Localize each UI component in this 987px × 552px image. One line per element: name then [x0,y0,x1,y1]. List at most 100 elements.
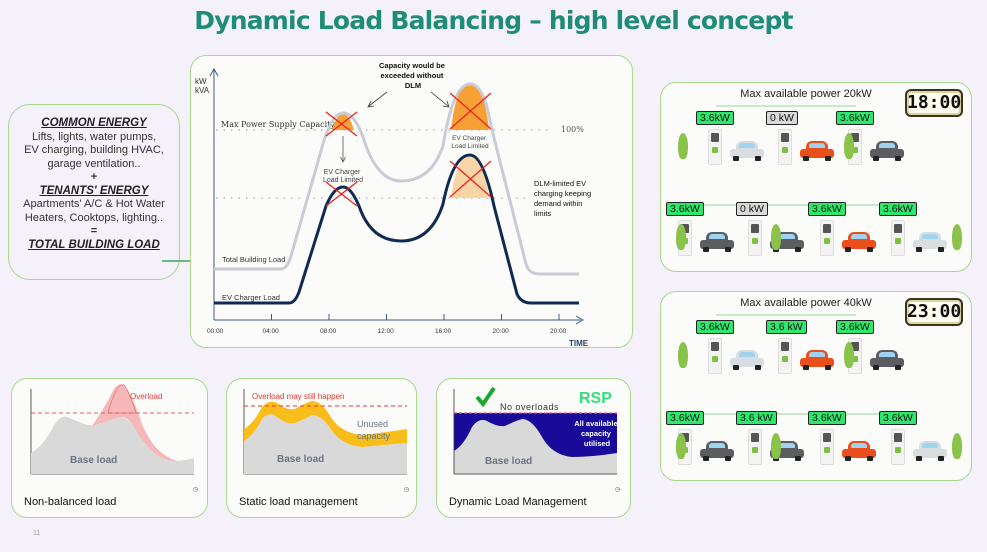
charger-power-badge: 0 kW [766,111,798,125]
overload-note: Overload may still happen [252,392,345,401]
mini-chart-caption: Non-balanced load [24,496,117,508]
base-load-area [244,414,407,474]
car-icon [870,350,904,370]
unused-capacity-label: Unused capacity [357,419,391,441]
base-load-area [454,419,617,474]
overflow-area-1 [332,113,354,130]
car-icon [800,141,834,161]
common-line: EV charging, building HVAC, [24,144,164,156]
tree-icon [676,433,686,459]
car-icon [842,232,876,252]
ev-charging-panel: Max available power 40kW 23:00 3.6kW [660,291,972,481]
panel-title: Max available power 40kW [740,297,872,309]
mini-chart-dynamic: No overloads RSP All available capacity … [436,378,631,518]
car-icon [842,441,876,461]
callout-arrow-right [430,91,449,107]
mini-chart-svg: No overloads RSP All available capacity … [453,386,620,493]
charger-power-badge: 3.6kW [696,320,734,334]
x-tick-label: 04:00 [263,328,280,335]
tenants-energy-heading: TENANTS' ENERGY [39,184,149,197]
cross-icon [449,160,492,198]
cross-icon [325,111,358,137]
max-capacity-label: Max Power Supply Capacity [221,120,335,129]
charger-station-icon [820,429,834,465]
arrow-icon [367,100,375,108]
tree-icon [844,133,854,159]
callout-arrow-left [368,91,388,107]
clock-icon: ◷ [193,487,198,493]
mini-chart-caption: Dynamic Load Management [449,496,587,508]
base-load-label: Base load [70,455,117,466]
y-label-kva: kVA [195,86,210,95]
check-icon [475,386,496,408]
clock-display: 18:00 [905,89,963,117]
charger-power-badge: 3.6kW [666,411,704,425]
clock-display: 23:00 [905,298,963,326]
mini-chart-svg: Overload Base load ◷ [30,384,198,493]
charger-power-badge: 3.6kW [666,202,704,216]
ev-load-label: EV Charger Load [222,293,280,302]
percent-label: 100% [561,125,584,134]
capacity-utilised-label: All available capacity utilised [574,419,619,448]
x-tick-label: 20:00 [550,328,567,335]
charger-power-badge: 3.6 kW [736,411,777,425]
base-load-area [31,416,194,474]
no-overloads-label: No overloads [500,402,559,412]
x-tick-label: 00:00 [207,328,224,335]
mini-chart-caption: Static load management [239,496,358,508]
clock-icon: ◷ [615,487,620,493]
mini-chart-svg: Overload may still happen Unused capacit… [243,389,409,493]
car-icon [800,350,834,370]
charger-power-badge: 0 kW [736,202,768,216]
ev-charging-panel: Max available power 20kW 18:00 3.6kW [660,82,972,272]
page-number: 11 [33,530,41,537]
total-building-load-line [214,82,579,276]
overload-label: Overload [130,392,162,401]
charger-station-icon [748,429,762,465]
ev-limited-label-1: EV Charger Load Limited [323,169,363,184]
tree-icon [952,224,962,250]
parking-scene [688,314,899,415]
common-energy-heading: COMMON ENERGY [41,117,147,129]
overload-hatch [107,384,137,414]
car-icon [870,141,904,161]
plus-sign: + [90,171,98,183]
parking-scene [688,105,899,206]
mini-chart-static: Overload may still happen Unused capacit… [226,378,417,518]
dlm-note: DLM-limited EV charging keeping demand w… [534,179,593,218]
charger-station-icon [891,220,905,256]
base-load-label: Base load [485,456,532,467]
callout-text: Capacity would be exceeded without DLM [379,61,447,90]
arrow-icon [442,100,450,108]
charger-station-icon [891,429,905,465]
charger-station-icon [778,129,792,165]
common-line: garage ventilation.. [47,157,141,170]
car-icon [700,232,734,252]
charger-station-icon [708,338,722,374]
energy-composition-box: COMMON ENERGY Lifts, lights, water pumps… [8,104,180,280]
mini-chart-non-balanced: Overload Base load ◷ Non-balanced load [11,378,208,518]
charger-station-icon [748,220,762,256]
charger-power-badge: 3.6kW [879,411,917,425]
charger-power-badge: 3.6kW [808,202,846,216]
tree-icon [678,133,688,159]
tree-icon [844,342,854,368]
panel-title: Max available power 20kW [740,88,872,100]
charger-power-badge: 3.6kW [879,202,917,216]
charger-power-badge: 3.6 kW [766,320,807,334]
x-tick-label: 08:00 [320,328,337,335]
car-icon [730,141,764,161]
tree-icon [676,224,686,250]
arrow-down-icon [340,156,346,163]
tenants-line: Apartments' A/C & Hot Water [23,198,165,210]
common-line: Lifts, lights, water pumps, [31,130,157,143]
cross-icon [449,92,492,130]
x-axis-label: TIME [569,339,589,348]
page-title: Dynamic Load Balancing – high level conc… [194,6,793,35]
base-load-label: Base load [277,454,324,465]
total-building-load-label: TOTAL BUILDING LOAD [28,238,160,251]
car-icon [913,441,947,461]
tenants-line: Heaters, Cooktops, lighting.. [24,211,164,224]
